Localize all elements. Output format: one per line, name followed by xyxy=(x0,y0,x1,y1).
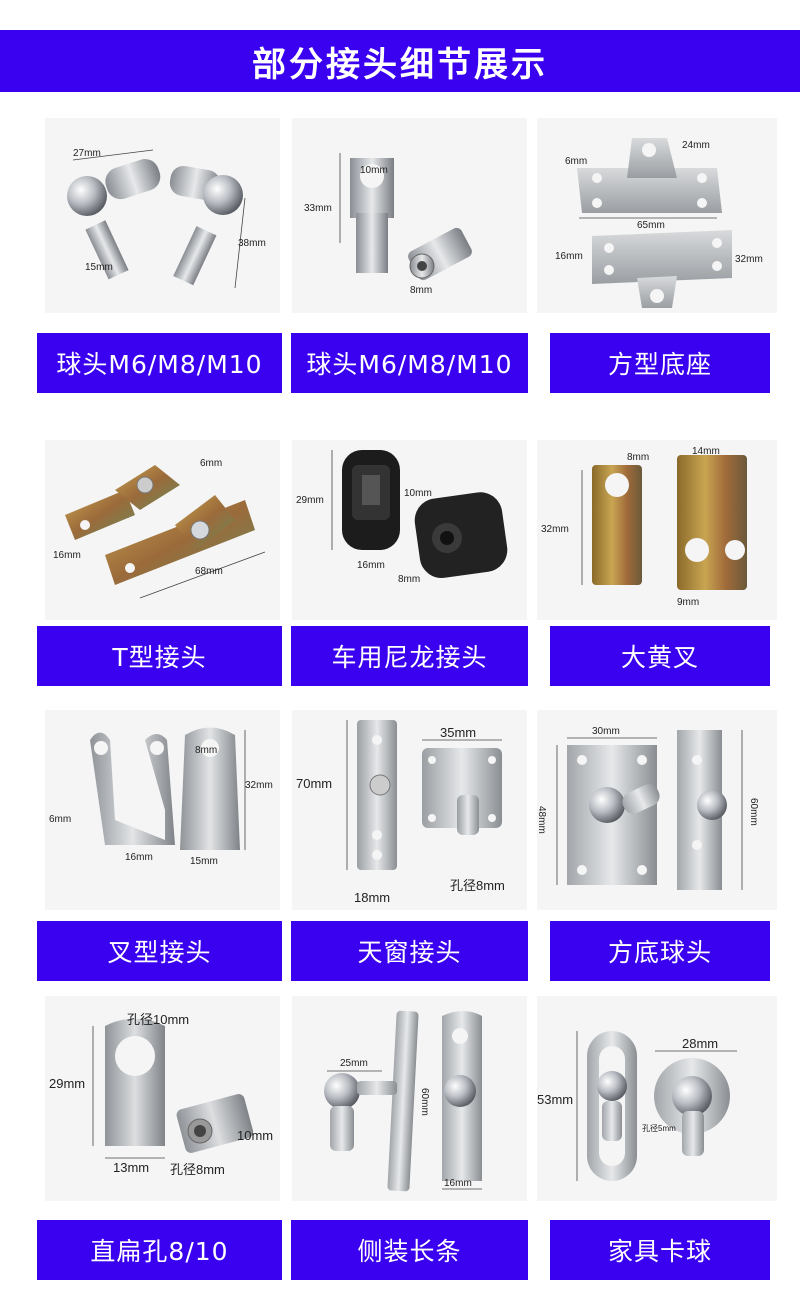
product-photo-furniture-ball: 28mm 53mm 孔径5mm xyxy=(537,996,777,1201)
product-label: 方型底座 xyxy=(550,333,770,393)
dim-label: 28mm xyxy=(682,1036,718,1051)
product-label: 大黄叉 xyxy=(550,626,770,686)
dim-label: 6mm xyxy=(200,458,222,469)
product-label: 车用尼龙接头 xyxy=(291,626,528,686)
product-photo-yellow-fork: 8mm 14mm 32mm 9mm xyxy=(537,440,777,620)
dim-label: 53mm xyxy=(537,1092,573,1107)
dim-label: 6mm xyxy=(565,156,587,167)
dim-label: 60mm xyxy=(419,1088,430,1116)
product-label: 方底球头 xyxy=(550,921,770,981)
dim-label: 9mm xyxy=(677,597,699,608)
dim-label: 65mm xyxy=(637,220,665,231)
dim-label: 29mm xyxy=(296,495,324,506)
product-photo-ball-joint: 27mm 38mm 15mm xyxy=(45,118,280,313)
dim-label: 14mm xyxy=(692,446,720,457)
dim-label: 27mm xyxy=(73,148,101,159)
product-label: T型接头 xyxy=(37,626,282,686)
dim-label: 13mm xyxy=(113,1160,149,1175)
product-label: 天窗接头 xyxy=(291,921,528,981)
dim-label: 32mm xyxy=(541,524,569,535)
dim-label: 孔径8mm xyxy=(170,1162,225,1177)
dim-label: 8mm xyxy=(398,574,420,585)
dim-label: 24mm xyxy=(682,140,710,151)
product-label: 球头M6/M8/M10 xyxy=(37,333,282,393)
product-label: 侧装长条 xyxy=(291,1220,528,1280)
dim-label: 10mm xyxy=(404,488,432,499)
dim-label: 16mm xyxy=(555,251,583,262)
dim-label: 68mm xyxy=(195,566,223,577)
dim-label: 孔径10mm xyxy=(127,1012,189,1027)
dim-label: 16mm xyxy=(357,560,385,571)
dim-label: 16mm xyxy=(53,550,81,561)
dim-label: 38mm xyxy=(238,238,266,249)
dim-label: 孔径5mm xyxy=(642,1123,676,1133)
dim-label: 10mm xyxy=(360,165,388,176)
dim-label: 35mm xyxy=(440,725,476,740)
page-header: 部分接头细节展示 xyxy=(0,30,800,92)
dim-label: 15mm xyxy=(85,262,113,273)
product-label: 直扁孔8/10 xyxy=(37,1220,282,1280)
dim-label: 32mm xyxy=(245,780,273,791)
dim-label: 6mm xyxy=(49,814,71,825)
dim-label: 32mm xyxy=(735,254,763,265)
dim-label: 18mm xyxy=(354,890,390,905)
product-photo-sunroof-joint: 35mm 70mm 18mm 孔径8mm xyxy=(292,710,527,910)
dim-label: 8mm xyxy=(195,745,217,756)
product-photo-square-ball: 30mm 48mm 60mm xyxy=(537,710,777,910)
dim-label: 8mm xyxy=(627,452,649,463)
product-photo-t-joint: 6mm 16mm 68mm xyxy=(45,440,280,620)
dim-label: 8mm xyxy=(410,285,432,296)
dim-label: 16mm xyxy=(125,852,153,863)
product-label: 家具卡球 xyxy=(550,1220,770,1280)
dim-label: 10mm xyxy=(237,1128,273,1143)
dim-label: 29mm xyxy=(49,1076,85,1091)
product-photo-square-base: 6mm 24mm 65mm 16mm 32mm xyxy=(537,118,777,313)
product-photo-nylon-joint: 29mm 10mm 16mm 8mm xyxy=(292,440,527,620)
dim-label: 48mm xyxy=(537,806,547,834)
dim-label: 25mm xyxy=(340,1058,368,1069)
dim-label: 孔径8mm xyxy=(450,878,505,893)
product-photo-side-bar: 25mm 60mm 16mm xyxy=(292,996,527,1201)
dim-label: 70mm xyxy=(296,776,332,791)
product-label: 叉型接头 xyxy=(37,921,282,981)
product-photo-flat-hole: 孔径10mm 29mm 10mm 13mm 孔径8mm xyxy=(45,996,280,1201)
product-photo-eye-end: 10mm 33mm 8mm xyxy=(292,118,527,313)
dim-label: 15mm xyxy=(190,856,218,867)
product-label: 球头M6/M8/M10 xyxy=(291,333,528,393)
dim-label: 16mm xyxy=(444,1178,472,1189)
product-photo-fork-joint: 8mm 32mm 6mm 16mm 15mm xyxy=(45,710,280,910)
page-title: 部分接头细节展示 xyxy=(252,44,548,85)
dim-label: 30mm xyxy=(592,726,620,737)
dim-label: 60mm xyxy=(748,798,759,826)
dim-label: 33mm xyxy=(304,203,332,214)
